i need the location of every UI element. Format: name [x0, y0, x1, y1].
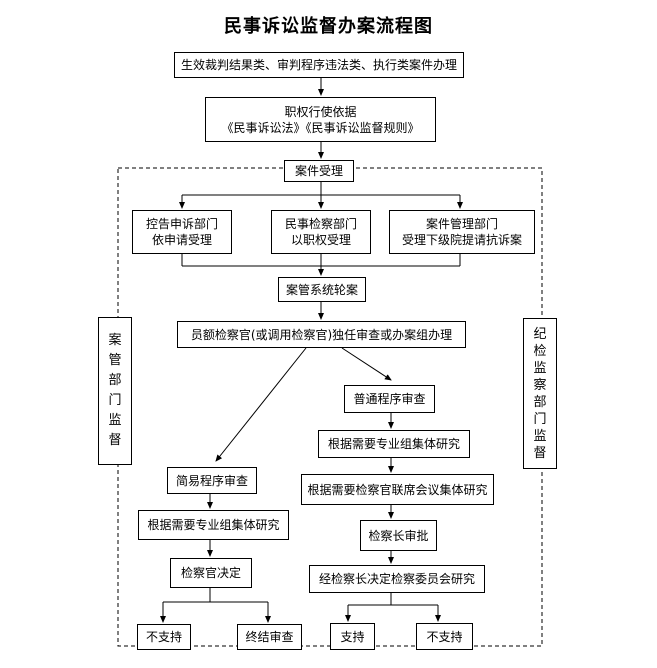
node-simple-end: 终结审查 [237, 624, 302, 650]
node-rotate: 案管系统轮案 [278, 277, 366, 302]
side-left-case-management-supervision: 案 管 部 门 监 督 [98, 317, 132, 465]
node-basis-line2: 《民事诉讼法》《民事诉讼监督规则》 [221, 120, 420, 135]
side-right-char: 监 [533, 360, 547, 376]
node-normal: 普通程序审查 [344, 385, 435, 413]
node-handle: 员额检察官(或调用检察官)独任审查或办案组办理 [177, 321, 466, 348]
node-normal-yes-text: 支持 [340, 629, 365, 644]
side-right-char: 监 [533, 428, 547, 444]
node-committee-text: 经检察长决定检察委员会研究 [318, 572, 475, 586]
arrow-handle-to-normal [341, 347, 392, 381]
node-normal-no: 不支持 [416, 623, 473, 650]
node-joint-meeting-text: 根据需要检察官联席会议集体研究 [307, 482, 488, 497]
node-src1-line2: 依申请受理 [151, 233, 212, 247]
node-basis: 职权行使依据 《民事诉讼法》《民事诉讼监督规则》 [205, 97, 436, 142]
side-right-char: 部 [533, 394, 547, 410]
chart-title: 民事诉讼监督办案流程图 [224, 16, 433, 37]
side-right-char: 检 [533, 343, 547, 359]
node-src3-line1: 案件管理部门 [425, 217, 498, 231]
side-right-char: 门 [533, 411, 547, 427]
node-chief-approve-text: 检察长审批 [368, 528, 429, 543]
side-left-char: 案 [108, 333, 122, 348]
side-left-char: 监 [108, 413, 122, 428]
node-normal-group: 根据需要专业组集体研究 [318, 430, 470, 458]
node-normal-text: 普通程序审查 [353, 392, 426, 406]
side-right-discipline-supervision: 纪 检 监 察 部 门 监 督 [523, 318, 557, 469]
node-handle-text: 员额检察官(或调用检察官)独任审查或办案组办理 [190, 327, 453, 342]
node-normal-group-text: 根据需要专业组集体研究 [327, 437, 460, 451]
node-joint-meeting: 根据需要检察官联席会议集体研究 [301, 474, 494, 505]
side-right-char: 察 [533, 377, 547, 393]
node-simple-no: 不支持 [137, 624, 191, 650]
node-src1: 控告申诉部门 依申请受理 [132, 210, 232, 254]
node-src3: 案件管理部门 受理下级院提请抗诉案 [389, 210, 535, 254]
node-committee: 经检察长决定检察委员会研究 [309, 565, 485, 593]
side-left-char: 部 [108, 373, 122, 388]
node-accept: 案件受理 [284, 160, 354, 182]
node-simple-no-text: 不支持 [145, 630, 182, 644]
node-rotate-text: 案管系统轮案 [285, 282, 358, 297]
side-right-char: 督 [533, 445, 547, 461]
side-right-char: 纪 [533, 326, 547, 342]
side-left-char: 门 [108, 393, 122, 408]
node-basis-line1: 职权行使依据 [284, 104, 357, 119]
node-simple-text: 简易程序审查 [175, 473, 248, 488]
node-simple-group: 根据需要专业组集体研究 [138, 510, 289, 540]
node-src2-line2: 以职权受理 [290, 233, 351, 247]
arrow-handle-to-simple [215, 347, 307, 462]
node-chief-approve: 检察长审批 [360, 520, 437, 551]
node-normal-yes: 支持 [330, 623, 375, 650]
node-scope: 生效裁判结果类、审判程序违法类、执行类案件办理 [174, 52, 464, 78]
node-simple: 简易程序审查 [167, 467, 257, 494]
node-simple-group-text: 根据需要专业组集体研究 [147, 518, 280, 532]
node-src1-line1: 控告申诉部门 [145, 217, 218, 231]
node-prosecutor-decide-text: 检察官决定 [180, 566, 241, 580]
node-scope-text: 生效裁判结果类、审判程序违法类、执行类案件办理 [180, 58, 457, 72]
node-normal-no-text: 不支持 [426, 629, 463, 644]
node-prosecutor-decide: 检察官决定 [170, 558, 252, 588]
side-left-char: 督 [108, 433, 122, 448]
node-src2-line1: 民事检察部门 [284, 217, 357, 231]
node-accept-text: 案件受理 [294, 164, 343, 178]
node-src3-line2: 受理下级院提请抗诉案 [401, 233, 522, 247]
side-left-char: 管 [108, 353, 122, 368]
node-src2: 民事检察部门 以职权受理 [271, 210, 371, 254]
node-simple-end-text: 终结审查 [245, 630, 294, 644]
